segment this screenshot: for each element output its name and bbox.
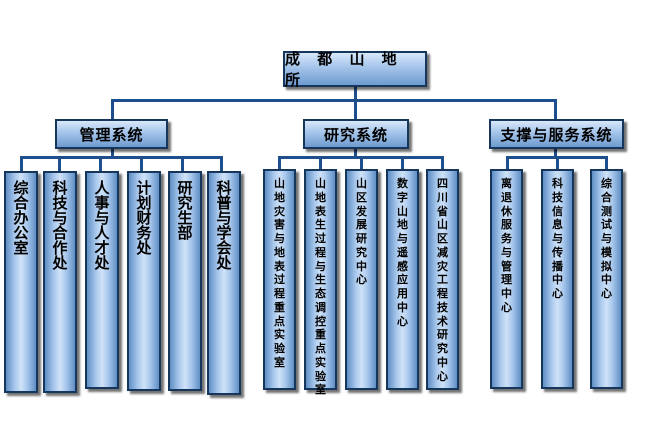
unit-node: 人 事 与 人 才 处 xyxy=(85,171,119,389)
connector-child-drop xyxy=(140,156,143,171)
unit-node-label: 山 区 发 展 研 究 中 心 xyxy=(356,177,367,287)
group-node-support: 支撑与服务系统 xyxy=(489,119,624,149)
connector-child-drop xyxy=(360,156,363,169)
unit-node-label: 研 究 生 部 xyxy=(177,179,193,242)
connector-top-horizontal xyxy=(112,99,557,102)
unit-node: 科 技 信 息 与 传 播 中 心 xyxy=(541,169,574,389)
connector-child-drop xyxy=(441,156,444,169)
unit-node-label: 四 川 省 山 区 减 灾 工 程 技 术 研 究 中 心 xyxy=(437,177,448,383)
connector-child-drop xyxy=(605,156,608,169)
group-node-management: 管理系统 xyxy=(55,119,168,149)
unit-node: 山 区 发 展 研 究 中 心 xyxy=(345,169,378,390)
connector-group1-bus xyxy=(111,148,114,158)
unit-node: 计 划 财 务 处 xyxy=(127,171,161,391)
group-node-label: 研究系统 xyxy=(323,125,388,144)
connector-child-drop xyxy=(506,156,509,169)
unit-node-label: 科 技 与 合 作 处 xyxy=(52,179,68,272)
unit-node-label: 数 字 山 地 与 遥 感 应 用 中 心 xyxy=(397,177,408,328)
unit-node: 科 普 与 学 会 处 xyxy=(207,171,241,395)
connector-child-drop xyxy=(401,156,404,169)
unit-node-label: 山 地 表 生 过 程 与 生 态 调 控 重 点 实 验 室 xyxy=(315,177,326,397)
unit-node: 四 川 省 山 区 减 灾 工 程 技 术 研 究 中 心 xyxy=(426,169,459,390)
connector-group3-bus xyxy=(554,148,557,158)
unit-node: 科 技 与 合 作 处 xyxy=(43,171,77,393)
connector-group3-down xyxy=(554,99,557,119)
connector-root-down xyxy=(354,86,357,100)
connector-child-drop xyxy=(556,156,559,169)
unit-node-label: 计 划 财 务 处 xyxy=(136,179,152,257)
unit-node-label: 综 合 测 试 与 模 拟 中 心 xyxy=(601,177,612,300)
unit-node: 山 地 表 生 过 程 与 生 态 调 控 重 点 实 验 室 xyxy=(304,169,337,396)
unit-node: 综 合 办 公 室 xyxy=(4,171,38,393)
unit-node-label: 山 地 灾 害 与 地 表 过 程 重 点 实 验 室 xyxy=(274,177,285,369)
connector-child-drop xyxy=(319,156,322,169)
unit-node-label: 人 事 与 人 才 处 xyxy=(94,179,110,272)
group-node-label: 管理系统 xyxy=(79,125,144,144)
unit-node: 综 合 测 试 与 模 拟 中 心 xyxy=(590,169,623,389)
group-node-research: 研究系统 xyxy=(303,119,409,149)
root-node: 成 都 山 地 所 xyxy=(283,50,427,89)
root-node-label: 成 都 山 地 所 xyxy=(285,50,403,89)
connector-group1-horizontal xyxy=(20,156,220,159)
group-node-label: 支撑与服务系统 xyxy=(500,125,613,144)
connector-child-drop xyxy=(278,156,281,169)
unit-node: 研 究 生 部 xyxy=(168,171,202,391)
connector-child-drop xyxy=(181,156,184,171)
connector-group2-bus xyxy=(354,148,357,158)
connector-child-drop xyxy=(220,156,223,171)
unit-node-label: 离 退 休 服 务 与 管 理 中 心 xyxy=(501,177,512,314)
unit-node: 山 地 灾 害 与 地 表 过 程 重 点 实 验 室 xyxy=(263,169,296,390)
unit-node-label: 综 合 办 公 室 xyxy=(13,179,29,257)
unit-node: 数 字 山 地 与 遥 感 应 用 中 心 xyxy=(386,169,419,390)
unit-node-label: 科 技 信 息 与 传 播 中 心 xyxy=(552,177,563,300)
connector-child-drop xyxy=(58,156,61,171)
connector-group2-down xyxy=(354,99,357,119)
unit-node: 离 退 休 服 务 与 管 理 中 心 xyxy=(490,169,523,389)
unit-node-label: 科 普 与 学 会 处 xyxy=(216,179,232,272)
connector-child-drop xyxy=(99,156,102,171)
connector-group1-down xyxy=(111,99,114,119)
connector-child-drop xyxy=(20,156,23,171)
